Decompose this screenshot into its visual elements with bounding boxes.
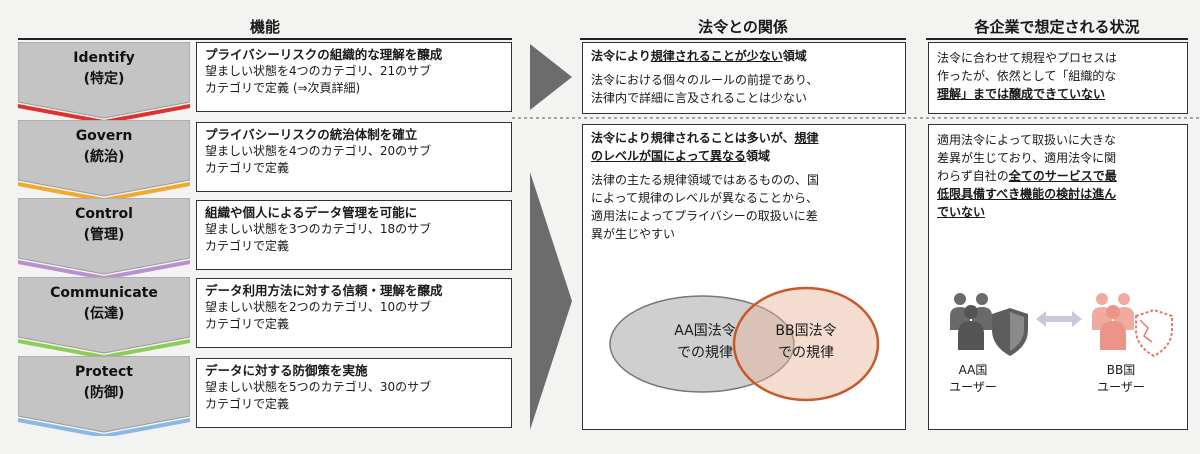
function-desc-line1: 望ましい状態を4つのカテゴリ、21のサブ bbox=[205, 64, 432, 78]
legal-box2-title-underline2: のレベルが国によって異なる bbox=[591, 149, 747, 163]
bidirectional-arrow-icon bbox=[1036, 311, 1082, 327]
function-desc-line1: 望ましい状態を2つのカテゴリ、10のサブ bbox=[205, 300, 432, 314]
situation-box2-line2: 差異が生じており、適用法令に関 bbox=[937, 151, 1117, 165]
function-chevron-govern bbox=[18, 120, 190, 200]
function-chevron-identify bbox=[18, 42, 190, 122]
situation-box1-line1: 法令に合わせて規程やプロセスは bbox=[937, 51, 1118, 65]
function-name: Govern bbox=[75, 128, 133, 144]
bb-user: ユーザー bbox=[1097, 380, 1145, 394]
legal-box2-title-pre: 法令により規律されることは多いが、 bbox=[591, 131, 795, 145]
venn-diagram bbox=[609, 286, 880, 402]
function-description-communicate: データ利用方法に対する信頼・理解を醸成望ましい状態を2つのカテゴリ、10のサブカ… bbox=[196, 278, 512, 348]
function-description-identify: プライバシーリスクの組織的な理解を醸成望ましい状態を4つのカテゴリ、21のサブカ… bbox=[196, 42, 512, 112]
venn-bb-line1: BB国法令 bbox=[775, 323, 837, 339]
legal-box1-title-post: 領域 bbox=[782, 49, 807, 63]
function-name: Communicate bbox=[50, 285, 158, 301]
function-desc-line2: カテゴリで定義 (⇒次頁詳細) bbox=[205, 81, 361, 95]
venn-aa-line2: での規律 bbox=[677, 345, 733, 361]
function-chevron-protect bbox=[18, 356, 190, 436]
function-label: Identify (特定) bbox=[18, 48, 190, 90]
legal-box2-body3: 適用法によってプライバシーの取扱いに差 bbox=[591, 209, 818, 223]
aa-country: AA国 bbox=[958, 363, 988, 377]
function-desc-line2: カテゴリで定義 bbox=[205, 317, 290, 331]
aa-user: ユーザー bbox=[949, 380, 997, 394]
legal-box1-title-pre: 法令により bbox=[591, 49, 651, 63]
situation-box1-line3-bold: 」までは醸成できていない bbox=[961, 87, 1106, 101]
header-functions: 機能 bbox=[18, 18, 512, 40]
venn-label-bb: BB国法令 での規律 bbox=[756, 320, 856, 364]
function-shape-communicate: Communicate (伝達) bbox=[18, 277, 190, 357]
situation-box-1: 法令に合わせて規程やプロセスは 作ったが、依然として「組織的な 理解」までは醸成… bbox=[928, 42, 1188, 114]
function-label: Communicate (伝達) bbox=[18, 283, 190, 325]
function-name-jp: (伝達) bbox=[83, 306, 125, 322]
situation-box1-line3-underline: 理解 bbox=[937, 87, 962, 101]
function-desc-line2: カテゴリで定義 bbox=[205, 161, 290, 175]
legal-box1-body2: 法律内で詳細に言及されることは少ない bbox=[591, 91, 808, 105]
function-shape-protect: Protect (防御) bbox=[18, 356, 190, 436]
function-name-jp: (統治) bbox=[83, 149, 125, 165]
aa-user-label: AA国 ユーザー bbox=[938, 362, 1008, 396]
bb-user-label: BB国 ユーザー bbox=[1086, 362, 1156, 396]
venn-label-aa: AA国法令 での規律 bbox=[650, 320, 760, 364]
situation-box1-line2: 作ったが、依然として「組織的な bbox=[937, 69, 1117, 83]
function-chevron-communicate bbox=[18, 277, 190, 357]
legal-box-low-regulation: 法令により規律されることが少ない領域 法令における個々のルールの前提であり、 法… bbox=[582, 42, 906, 114]
venn-circle-aa bbox=[609, 295, 795, 393]
function-desc-title: プライバシーリスクの統治体制を確立 bbox=[205, 127, 418, 142]
function-name-jp: (特定) bbox=[83, 71, 125, 87]
function-description-protect: データに対する防御策を実施望ましい状態を5つのカテゴリ、30のサブカテゴリで定義 bbox=[196, 358, 512, 428]
function-name: Identify bbox=[73, 50, 135, 66]
situation-box2-line3-pre: わらず自社の bbox=[937, 169, 1009, 183]
function-desc-line1: 望ましい状態を3つのカテゴリ、18のサブ bbox=[205, 222, 432, 236]
bb-country: BB国 bbox=[1106, 363, 1136, 377]
arrow-right-upper-icon bbox=[530, 44, 572, 110]
situation-box2-line3-underline: 全てのサービスで最 bbox=[1008, 169, 1117, 183]
legal-box2-body2: によって規律のレベルが異なることから、 bbox=[591, 191, 819, 205]
function-description-control: 組織や個人によるデータ管理を可能に望ましい状態を3つのカテゴリ、18のサブカテゴ… bbox=[196, 200, 512, 270]
function-desc-title: データ利用方法に対する信頼・理解を醸成 bbox=[205, 283, 443, 298]
situation-box2-line1: 適用法令によって取扱いに大きな bbox=[937, 133, 1117, 147]
function-shape-govern: Govern (統治) bbox=[18, 120, 190, 200]
header-situation: 各企業で想定される状況 bbox=[926, 18, 1188, 40]
function-label: Control (管理) bbox=[18, 204, 190, 246]
bb-users-shield-icon bbox=[1092, 293, 1173, 358]
arrow-right-lower-icon bbox=[530, 172, 572, 430]
legal-box2-title-post: 領域 bbox=[746, 149, 771, 163]
function-description-govern: プライバシーリスクの統治体制を確立望ましい状態を4つのカテゴリ、20のサブカテゴ… bbox=[196, 122, 512, 192]
divider-dashed bbox=[512, 117, 1200, 119]
function-desc-line2: カテゴリで定義 bbox=[205, 397, 290, 411]
function-label: Govern (統治) bbox=[18, 126, 190, 168]
function-name-jp: (管理) bbox=[83, 227, 125, 243]
function-desc-title: 組織や個人によるデータ管理を可能に bbox=[205, 205, 418, 220]
venn-aa-line1: AA国法令 bbox=[674, 323, 736, 339]
legal-box2-body1: 法律の主たる規律領域ではあるものの、国 bbox=[591, 173, 820, 187]
function-name: Control bbox=[75, 206, 133, 222]
legal-box1-title-underline: 規律されることが少ない bbox=[650, 49, 783, 63]
header-legal: 法令との関係 bbox=[580, 18, 906, 40]
function-desc-line1: 望ましい状態を4つのカテゴリ、20のサブ bbox=[205, 144, 432, 158]
venn-bb-line2: での規律 bbox=[778, 345, 834, 361]
venn-circle-bb bbox=[732, 286, 880, 402]
function-chevron-control bbox=[18, 198, 190, 278]
function-shape-control: Control (管理) bbox=[18, 198, 190, 278]
function-shape-identify: Identify (特定) bbox=[18, 42, 190, 122]
situation-box2-line4-underline: 低限具備すべき機能の検討は進ん bbox=[937, 187, 1117, 201]
function-name-jp: (防御) bbox=[83, 385, 125, 401]
function-desc-title: データに対する防御策を実施 bbox=[205, 363, 368, 378]
function-name: Protect bbox=[75, 364, 133, 380]
function-label: Protect (防御) bbox=[18, 362, 190, 404]
situation-box-2: 適用法令によって取扱いに大きな 差異が生じており、適用法令に関 わらず自社の全て… bbox=[928, 124, 1188, 430]
legal-box1-body1: 法令における個々のルールの前提であり、 bbox=[591, 73, 819, 87]
function-desc-line1: 望ましい状態を5つのカテゴリ、30のサブ bbox=[205, 380, 432, 394]
situation-box2-line5-underline: でいない bbox=[937, 205, 986, 219]
aa-users-shield-icon bbox=[950, 293, 1028, 356]
function-desc-line2: カテゴリで定義 bbox=[205, 239, 290, 253]
legal-box2-body4: 異が生じやすい bbox=[591, 227, 676, 241]
function-desc-title: プライバシーリスクの組織的な理解を醸成 bbox=[205, 47, 443, 62]
legal-box2-title-underline1: 規律 bbox=[794, 131, 819, 145]
